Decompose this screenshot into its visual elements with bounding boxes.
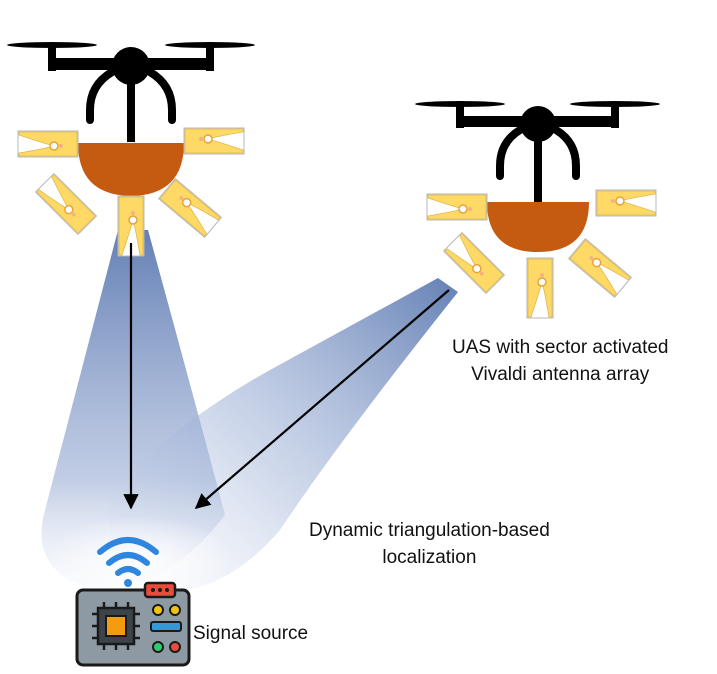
uas-caption: UAS with sector activated Vivaldi antenn…: [452, 334, 668, 388]
right-drone-arrow-icon: [194, 289, 450, 510]
vivaldi-antenna-icon: [442, 231, 506, 295]
triangulation-caption-line1: Dynamic triangulation-based: [309, 520, 550, 541]
vivaldi-antenna-icon: [183, 127, 245, 155]
vivaldi-antenna-icon: [34, 172, 98, 236]
uas-caption-line1: UAS with sector activated: [452, 337, 669, 358]
vivaldi-antenna-icon: [526, 257, 554, 319]
wifi-icon: [97, 537, 159, 587]
vivaldi-antenna-icon: [157, 178, 223, 238]
signal-source-label: Signal source: [193, 623, 309, 644]
left-drone-icon: [7, 42, 255, 196]
vivaldi-antenna-icon: [567, 238, 633, 298]
circuit-board-icon: [75, 581, 191, 667]
signal-source-caption: Signal source: [193, 620, 308, 647]
right-drone-icon: [415, 101, 660, 252]
vivaldi-antenna-icon: [595, 189, 657, 217]
triangulation-caption: Dynamic triangulation-based localization: [309, 517, 550, 571]
vivaldi-antenna-icon: [426, 193, 488, 221]
vivaldi-antenna-icon: [17, 130, 79, 158]
triangulation-caption-line2: localization: [382, 547, 477, 568]
uas-caption-line2: Vivaldi antenna array: [471, 364, 650, 385]
